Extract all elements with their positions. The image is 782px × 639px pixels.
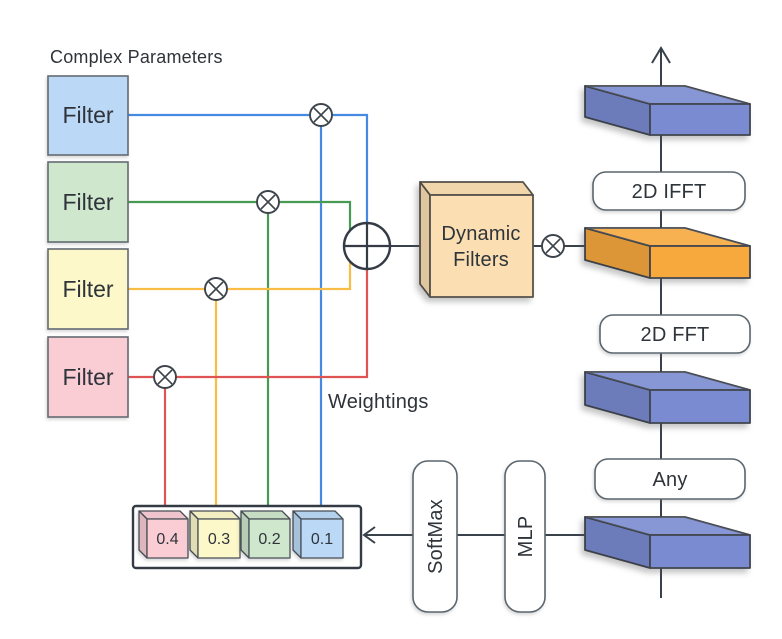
filter-box-yellow-rect (47, 248, 129, 330)
softmax-box-rect (412, 460, 458, 613)
mlp-label: MLP (515, 516, 537, 558)
add-icon (342, 221, 392, 271)
any-box-rect (594, 458, 746, 500)
cube-top-shade (190, 511, 240, 519)
filter-box-green-label: Filter (62, 189, 113, 215)
filter-box-yellow-label: Filter (62, 276, 113, 302)
ifft-box-rect (592, 171, 746, 211)
softmax-box: SoftMax (412, 460, 458, 613)
any-box: Any (594, 458, 746, 500)
multiply-icon (309, 103, 333, 127)
softmax-label: SoftMax (425, 499, 447, 574)
ifft-box: 2D IFFT (592, 171, 746, 211)
cube-front-face (248, 518, 291, 559)
cube-top-shade (139, 511, 188, 519)
cube-left-shade (139, 511, 147, 558)
filter-box-blue-rect (47, 75, 129, 156)
slab-top-shade (585, 228, 750, 246)
weightings-tray: 0.4 0.3 0.2 0.1 (131, 504, 363, 570)
weight-cube-03: 0.3 (189, 510, 241, 559)
green-branch-line (128, 200, 352, 230)
slab-left-shade (585, 372, 650, 423)
dynamic-filters-label-line1: Dynamic (441, 223, 520, 245)
filter-box-green: Filter (47, 161, 129, 243)
ifft-label: 2D IFFT (632, 181, 707, 203)
cube-front-face (300, 518, 344, 559)
feature-map-bottom-slab (584, 516, 751, 569)
up-arrow-icon (651, 46, 671, 64)
filter-box-pink-label: Filter (62, 364, 113, 390)
dynamic-filters-left-shade (420, 182, 430, 297)
weightings-title: Weightings (328, 391, 429, 413)
yellow-branch-line (128, 262, 352, 291)
slab-front-face (649, 103, 751, 136)
multiply-icon (204, 277, 228, 301)
multiply-operators (153, 103, 565, 389)
weight-value: 0.1 (311, 531, 333, 548)
weight-value: 0.4 (156, 531, 178, 548)
cube-front-face (146, 518, 189, 559)
red-branch-line (128, 269, 369, 379)
fft-box-rect (599, 314, 751, 354)
weight-value: 0.2 (258, 531, 280, 548)
mlp-box: MLP (504, 460, 546, 613)
fft-label: 2D FFT (641, 324, 710, 346)
any-label: Any (652, 469, 687, 491)
slab-top-shade (585, 372, 750, 390)
filter-box-green-rect (47, 161, 129, 243)
filter-boxes: Filter Filter Filter Filter (47, 75, 129, 418)
branch-lines (128, 113, 369, 512)
weight-value: 0.3 (208, 531, 230, 548)
slab-left-shade (585, 228, 650, 278)
dynamic-filters-front-face (429, 194, 534, 298)
slab-front-face (649, 389, 751, 424)
left-arrow-icon (362, 526, 376, 544)
filter-box-yellow: Filter (47, 248, 129, 330)
slab-top-shade (585, 86, 750, 104)
feature-map-top-slab (584, 85, 751, 136)
filter-box-blue: Filter (47, 75, 129, 156)
weight-cube-01: 0.1 (292, 510, 344, 559)
cube-top-shade (293, 511, 343, 519)
filter-box-blue-label: Filter (62, 102, 113, 128)
multiply-icon (153, 365, 177, 389)
filter-box-pink-rect (47, 336, 129, 418)
cube-front-face (197, 518, 241, 559)
slab-left-shade (585, 517, 650, 568)
weight-cube-02: 0.2 (240, 510, 291, 559)
filter-box-pink: Filter (47, 336, 129, 418)
slab-left-shade (585, 86, 650, 135)
fft-box: 2D FFT (599, 314, 751, 354)
dynamic-filters-label-line2: Filters (453, 249, 509, 271)
mlp-box-rect (504, 460, 546, 613)
dynamic-filters-top-shade (420, 182, 533, 195)
slab-front-face (649, 534, 751, 569)
cube-left-shade (293, 511, 301, 558)
cube-left-shade (190, 511, 198, 558)
blue-branch-line (128, 113, 369, 224)
cube-top-shade (241, 511, 290, 519)
weight-cube-04: 0.4 (138, 510, 189, 559)
dynamic-filters-box: Dynamic Filters (419, 181, 534, 298)
complex-parameters-title: Complex Parameters (50, 47, 223, 67)
multiply-icon (541, 234, 565, 258)
cube-left-shade (241, 511, 249, 558)
multiply-icon (256, 190, 280, 214)
feature-map-mid-slab (584, 371, 751, 424)
slab-top-shade (585, 517, 750, 535)
slab-front-face (649, 245, 751, 279)
spectrum-map-slab (584, 227, 751, 279)
